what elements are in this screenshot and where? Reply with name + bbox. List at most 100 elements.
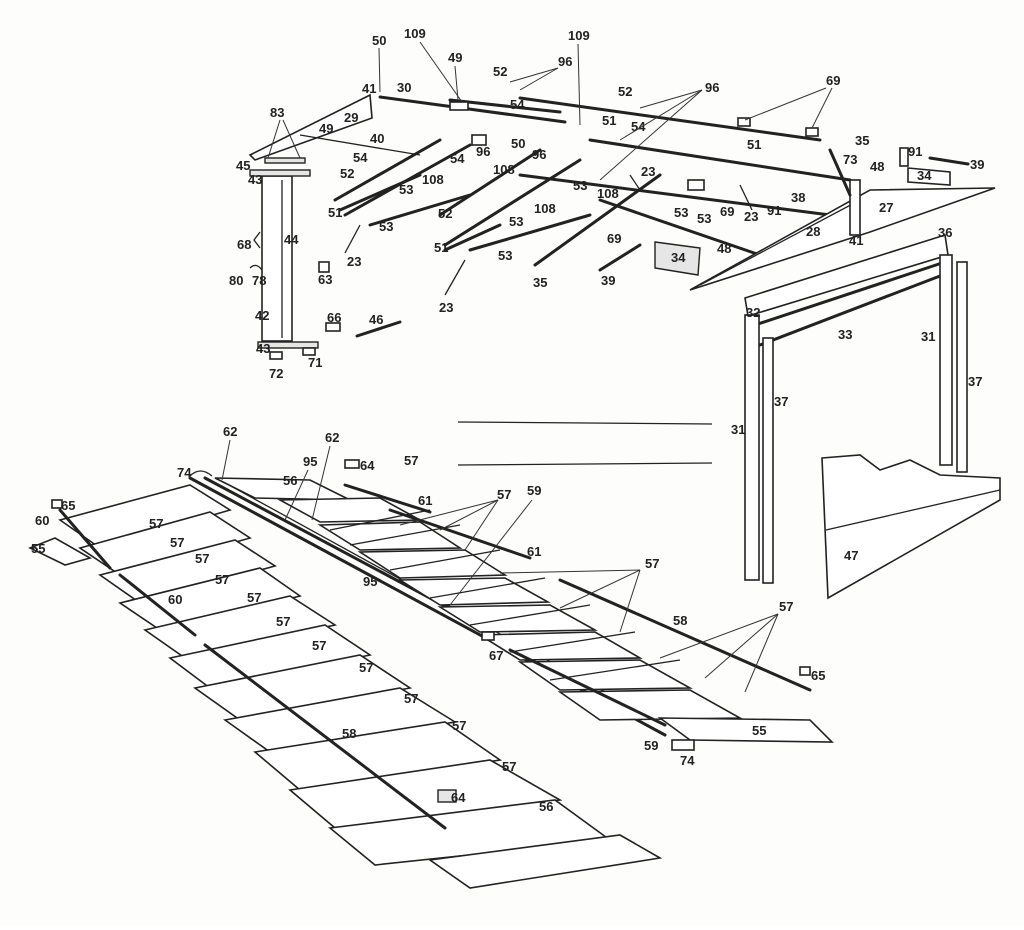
- leader-57-a: [399, 499, 499, 526]
- rafter-51-mid: [443, 223, 502, 252]
- rafter-39: [598, 243, 642, 272]
- label-51: 51: [434, 240, 448, 255]
- label-43: 43: [256, 341, 270, 356]
- label-34: 34: [917, 168, 932, 183]
- label-52: 52: [340, 166, 354, 181]
- leader-57-d: [499, 569, 641, 574]
- label-57: 57: [645, 556, 659, 571]
- leader-lines: [221, 41, 833, 693]
- label-67: 67: [489, 648, 503, 663]
- label-42: 42: [255, 308, 269, 323]
- strip-83: [264, 157, 306, 164]
- roof-panel-57-r6: [477, 631, 643, 661]
- leader-49: [454, 65, 459, 101]
- leader-96-d: [639, 89, 703, 109]
- clip-109: [449, 101, 469, 111]
- label-62: 62: [325, 430, 339, 445]
- label-55: 55: [752, 723, 766, 738]
- cap-65-left: [51, 499, 63, 509]
- label-33: 33: [838, 327, 852, 342]
- label-54: 54: [631, 119, 646, 134]
- label-68: 68: [237, 237, 251, 252]
- roof-panel-55-left: [28, 537, 93, 566]
- leader-57-c: [464, 499, 499, 551]
- rail-60-mid: [118, 573, 197, 637]
- roof-frame-assembly: [248, 93, 996, 360]
- label-31: 31: [731, 422, 745, 437]
- label-83: 83: [270, 105, 284, 120]
- roof-panel-57-l8: [222, 687, 458, 753]
- door-panel-47-seam: [825, 489, 1001, 531]
- leader-57-g: [659, 613, 779, 659]
- leader-57-b: [439, 499, 499, 531]
- label-62: 62: [223, 424, 237, 439]
- leader-96-a: [519, 67, 559, 91]
- leader-96-b: [509, 67, 559, 83]
- leader-83-a: [267, 119, 281, 159]
- cap-69-right: [805, 127, 819, 137]
- label-32: 32: [746, 305, 760, 320]
- label-78: 78: [252, 273, 266, 288]
- door-jamb-31-left: [744, 314, 760, 581]
- label-108: 108: [493, 162, 515, 177]
- roof-panel-57-r8: [557, 689, 743, 721]
- label-66: 66: [327, 310, 341, 325]
- clip-69: [687, 179, 705, 191]
- label-28: 28: [806, 224, 820, 239]
- label-36: 36: [938, 225, 952, 240]
- door-header-33: [758, 274, 942, 347]
- label-50: 50: [372, 33, 386, 48]
- label-53: 53: [399, 182, 413, 197]
- label-91: 91: [767, 203, 781, 218]
- brace-23-a: [344, 224, 361, 254]
- door-jamb-37-right: [956, 261, 968, 473]
- label-64: 64: [360, 458, 375, 473]
- label-61: 61: [418, 493, 432, 508]
- label-37: 37: [968, 374, 982, 389]
- hook-68: [253, 231, 261, 249]
- label-23: 23: [641, 164, 655, 179]
- label-72: 72: [269, 366, 283, 381]
- label-109: 109: [404, 26, 426, 41]
- label-57: 57: [276, 614, 290, 629]
- label-57: 57: [404, 453, 418, 468]
- label-69: 69: [720, 204, 734, 219]
- rafter-52-a: [333, 138, 442, 202]
- top-rail-51: [518, 96, 822, 142]
- bolt-63: [318, 261, 330, 273]
- roof-panel-57-l10: [288, 759, 563, 829]
- label-109: 109: [568, 28, 590, 43]
- label-51: 51: [747, 137, 761, 152]
- rafter-53-c: [443, 158, 582, 247]
- leader-62-b: [311, 445, 331, 521]
- leader-57-f: [619, 569, 641, 633]
- label-108: 108: [597, 186, 619, 201]
- leader-57-e: [559, 569, 641, 609]
- label-80: 80: [229, 273, 243, 288]
- label-47: 47: [844, 548, 858, 563]
- roof-panel-57-l3: [98, 539, 277, 604]
- label-57: 57: [215, 572, 229, 587]
- label-59: 59: [527, 483, 541, 498]
- leader-59-a: [449, 499, 533, 606]
- bracket-64-top: [344, 459, 360, 469]
- cap-67: [481, 631, 495, 641]
- door-header-32: [753, 260, 947, 327]
- rafter-52-b: [438, 148, 542, 217]
- base-plate-43-bottom: [257, 341, 319, 349]
- ridge-rail-30: [378, 95, 567, 124]
- leader-62-a: [221, 439, 231, 481]
- label-65: 65: [61, 498, 75, 513]
- label-57: 57: [312, 638, 326, 653]
- label-50: 50: [511, 136, 525, 151]
- roof-panel-57-l6: [168, 624, 373, 689]
- label-61: 61: [527, 544, 541, 559]
- rail-58-left: [203, 643, 447, 830]
- label-57: 57: [779, 599, 793, 614]
- leader-50: [378, 47, 381, 93]
- label-60: 60: [168, 592, 182, 607]
- strut-73: [828, 148, 852, 197]
- rafter-53-d: [468, 213, 592, 252]
